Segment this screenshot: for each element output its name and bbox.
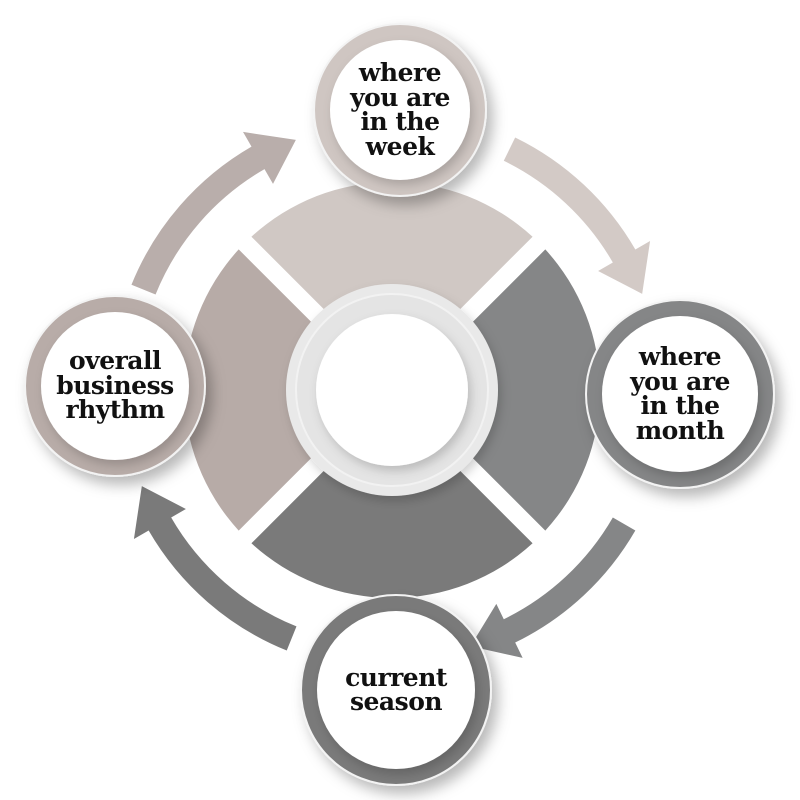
node-face-rhythm	[41, 312, 189, 460]
ring-segment-month	[468, 249, 601, 531]
node-season	[300, 594, 492, 786]
arrow-season-to-rhythm	[133, 486, 297, 651]
ring-segment-week	[251, 181, 533, 314]
arrow-month-to-season	[470, 517, 636, 658]
arrows	[131, 131, 651, 658]
center-hub	[286, 284, 498, 496]
node-month	[585, 299, 775, 489]
node-face-week	[330, 40, 470, 180]
ring-segments	[184, 181, 601, 598]
node-week	[313, 23, 487, 197]
arrow-week-to-month	[503, 137, 651, 294]
node-face-season	[317, 611, 475, 769]
node-face-month	[602, 316, 758, 472]
ring-segment-season	[251, 466, 533, 598]
center-hub-face	[316, 314, 468, 466]
nodes	[24, 23, 775, 786]
node-rhythm	[24, 295, 206, 477]
ring-segment-rhythm	[184, 249, 316, 531]
arrow-rhythm-to-week	[131, 131, 296, 295]
